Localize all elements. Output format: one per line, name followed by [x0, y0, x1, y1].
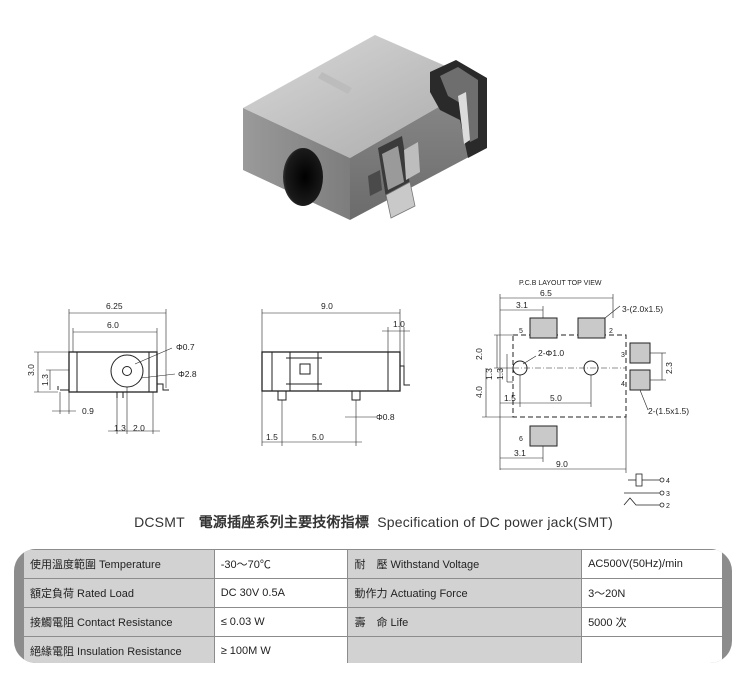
dim-front-2-0: 2.0 [133, 423, 145, 433]
dim-pcb-6-5: 6.5 [540, 288, 552, 298]
dim-front-d2-8: Φ2.8 [178, 369, 197, 379]
spec-value: AC500V(50Hz)/min [581, 549, 723, 579]
front-view [34, 309, 176, 434]
spec-label: 壽 命 Life [347, 607, 583, 637]
spec-value: DC 30V 0.5A [213, 578, 349, 608]
title-chinese: 電源插座系列主要技術指標 [198, 515, 370, 531]
spec-value: -30～70℃ [213, 549, 349, 579]
dim-side-d0-8: Φ0.8 [376, 412, 395, 422]
spec-table: 使用溫度範圍 Temperature -30～70℃ 耐 壓 Withstand… [23, 549, 723, 663]
pin-schematic [623, 473, 665, 508]
spec-value: 3～20N [581, 578, 723, 608]
dim-pcb-9-0: 9.0 [556, 459, 568, 469]
product-illustration [243, 35, 487, 220]
dim-side-5-0: 5.0 [312, 432, 324, 442]
dim-side-9-0: 9.0 [321, 301, 333, 311]
pin-3: 3 [666, 491, 670, 498]
dim-pcb-pad2: 2-(1.5x1.5) [648, 406, 689, 416]
spec-label: 耐 壓 Withstand Voltage [347, 549, 583, 579]
table-row: 絕緣電阻 Insulation Resistance ≥ 100M W [23, 636, 723, 663]
pin-4: 4 [666, 478, 670, 485]
table-row: 額定負荷 Rated Load DC 30V 0.5A 動作力 Actuatin… [23, 578, 723, 608]
spec-label: 使用溫度範圍 Temperature [23, 549, 215, 579]
dim-front-0-9: 0.9 [82, 406, 94, 416]
pcb-labels: P.C.B LAYOUT TOP VIEW 6.5 3.1 3-(2.0x1.5… [474, 280, 689, 469]
dim-pcb-3-1: 3.1 [516, 300, 528, 310]
spec-label: 額定負荷 Rated Load [23, 578, 215, 608]
pad-label-3: 3 [621, 352, 625, 359]
table-row: 接觸電阻 Contact Resistance ≤ 0.03 W 壽 命 Lif… [23, 607, 723, 637]
spec-label: 接觸電阻 Contact Resistance [23, 607, 215, 637]
dim-pcb-pad3: 3-(2.0x1.5) [622, 304, 663, 314]
technical-drawing: 6.25 6.0 Φ0.7 Φ2.8 3.0 1.3 0.9 1.3 2.0 [26, 35, 689, 510]
dim-pcb-5-0: 5.0 [550, 393, 562, 403]
pcb-heading: P.C.B LAYOUT TOP VIEW [519, 280, 602, 287]
title-english: Specification of DC power jack(SMT) [377, 514, 613, 530]
side-view [261, 309, 410, 446]
spec-label: 動作力 Actuating Force [347, 578, 583, 608]
spec-value: ≤ 0.03 W [213, 607, 349, 637]
dim-pcb-4-0: 4.0 [474, 386, 484, 398]
spec-value: 5000 次 [581, 607, 723, 637]
dim-side-1-0: 1.0 [393, 319, 405, 329]
side-view-labels: 9.0 1.0 Φ0.8 1.5 5.0 [266, 301, 405, 442]
pcb-layout [482, 294, 666, 473]
front-view-labels: 6.25 6.0 Φ0.7 Φ2.8 3.0 1.3 0.9 1.3 2.0 [26, 301, 197, 433]
spec-label: 絕緣電阻 Insulation Resistance [23, 636, 215, 663]
table-row: 使用溫度範圍 Temperature -30～70℃ 耐 壓 Withstand… [23, 549, 723, 579]
dim-pcb-2-0: 2.0 [474, 348, 484, 360]
dim-front-6-0: 6.0 [107, 320, 119, 330]
spec-table-frame: 使用溫度範圍 Temperature -30～70℃ 耐 壓 Withstand… [14, 549, 732, 663]
dim-front-1-3: 1.3 [40, 374, 50, 386]
dim-front-d0-7: Φ0.7 [176, 342, 195, 352]
dim-front-1-3b: 1.3 [114, 423, 126, 433]
dim-pcb-1-5: 1.5 [504, 393, 516, 403]
dim-pcb-2-3: 2.3 [664, 362, 674, 374]
dim-side-1-5: 1.5 [266, 432, 278, 442]
model-name: DCSMT [134, 514, 185, 530]
dim-front-6-25: 6.25 [106, 301, 123, 311]
dim-pcb-3-1b: 3.1 [514, 448, 526, 458]
dim-pcb-d1-0: 2-Φ1.0 [538, 348, 564, 358]
spec-title: DCSMT 電源插座系列主要技術指標 Specification of DC p… [0, 512, 747, 532]
spec-label [347, 636, 583, 663]
dim-front-3-0: 3.0 [26, 364, 36, 376]
pad-label-6: 6 [519, 436, 523, 443]
dim-pcb-1-3a: 1.3 [484, 368, 494, 380]
dim-pcb-1-3b: 1.3 [495, 368, 505, 380]
pad-label-4: 4 [621, 381, 625, 388]
spec-value [581, 636, 723, 663]
pad-label-2: 2 [609, 328, 613, 335]
pin-labels: 4 3 2 [666, 478, 670, 510]
spec-value: ≥ 100M W [213, 636, 349, 663]
pin-2: 2 [666, 503, 670, 510]
pad-label-5: 5 [519, 328, 523, 335]
